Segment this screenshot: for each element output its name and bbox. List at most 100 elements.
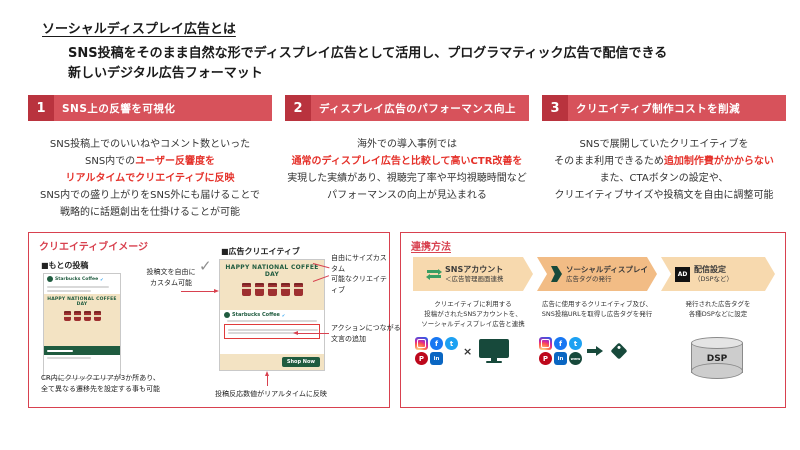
text-line: ソーシャルディスプレイ広告と連携	[421, 320, 525, 329]
text-segment: SNSで展開していたクリエイティブを	[579, 139, 749, 150]
feature-2-header: 2 ディスプレイ広告のパフォーマンス向上	[285, 95, 529, 121]
post-footer-strip	[44, 346, 120, 355]
pinterest-icon: P	[539, 352, 552, 365]
post-header: Starbucks Coffee ✔	[44, 274, 120, 284]
coffee-cup-icon	[63, 311, 71, 321]
feature-1-number: 1	[28, 95, 54, 121]
coffee-cups-illustration	[220, 283, 324, 296]
text-line: SNS内での盛り上がりをSNS外にも届けることで	[28, 187, 272, 204]
original-post-label: ■もとの投稿	[41, 261, 89, 270]
integration-panel: 連携方法 SNSアカウント ＜広告管理画面連携 ソーシャルディスプレイ 広告タグ…	[400, 232, 786, 408]
www-globe-icon: www	[569, 352, 582, 365]
text-line: クリエイティブに利用する	[434, 300, 512, 308]
exchange-arrows-icon	[427, 268, 441, 281]
feature-3-number: 3	[542, 95, 568, 121]
coffee-cup-icon	[280, 283, 290, 296]
text-segment: パフォーマンスの向上が見込まれる	[327, 190, 487, 201]
step-1-title: SNSアカウント ＜広告管理画面連携	[445, 265, 504, 283]
footer-placeholder-line	[47, 349, 73, 352]
verified-badge-icon: ✔	[100, 276, 104, 282]
post-image: HAPPY NATIONAL COFFEE DAY	[44, 294, 120, 346]
chevron-arrow-icon	[551, 266, 562, 282]
creative-panel-title: クリエイティブイメージ	[39, 242, 148, 253]
price-tag-icon	[610, 342, 628, 360]
text-line: 戦略的に話題創出を仕掛けることが可能	[28, 204, 272, 221]
avatar	[224, 312, 230, 318]
caption-placeholder-line	[47, 286, 109, 288]
text-segment: 戦略的に話題創出を仕掛けることが可能	[60, 207, 240, 218]
arrow-head	[596, 346, 603, 356]
monitor-screen	[479, 339, 510, 358]
text-segment: SNS投稿上でのいいねやコメント数といった	[49, 139, 251, 150]
sns-icons-grid: f t P in	[415, 337, 458, 365]
coffee-cup-icon	[267, 283, 277, 296]
step-1-icons: f t P in ×	[415, 337, 511, 365]
text-line: 可能なクリエイティブ	[331, 275, 387, 294]
caption-placeholder-line	[227, 320, 317, 322]
monitor-icon	[477, 339, 511, 363]
feature-2-heading: ディスプレイ広告のパフォーマンス向上	[311, 95, 529, 121]
text-line: 文言の追加	[331, 334, 366, 343]
arrow-right-bar	[427, 270, 438, 273]
arrow-left-bar	[430, 275, 441, 278]
text-line: CR内にクリックエリアが3か所あり、	[41, 374, 160, 382]
text-line: （DSPなど）	[694, 274, 734, 283]
ad-brand-row: Starbucks Coffee ✔	[224, 312, 320, 318]
text-line: そのまま利用できるため追加制作費がかからない	[542, 153, 786, 170]
step-2-description: 広告に使用するクリエイティブ及び、 SNS投稿URLを取得し広告タグを発行	[535, 299, 659, 319]
page-subtitle: SNS投稿をそのまま自然な形でディスプレイ広告として活用し、プログラマティック広…	[68, 44, 667, 84]
cylinder-bottom	[691, 363, 743, 379]
step-1-description: クリエイティブに利用する 投稿がされたSNSアカウントを、 ソーシャルディスプレ…	[411, 299, 535, 329]
shop-now-button: Shop Now	[281, 357, 320, 367]
text-line: アクションにつながる	[331, 324, 401, 332]
monitor-base	[486, 361, 503, 363]
text-line: リアルタイムでクリエイティブに反映	[28, 170, 272, 187]
feature-3-body: SNSで展開していたクリエイティブを そのまま利用できるため追加制作費がかからな…	[542, 136, 786, 204]
pinterest-icon: P	[415, 352, 428, 365]
ad-body: Starbucks Coffee ✔	[220, 310, 324, 339]
feature-3: 3 クリエイティブ制作コストを削減 SNSで展開していたクリエイティブを そのま…	[542, 95, 786, 204]
subtitle-line: SNS投稿をそのまま自然な形でディスプレイ広告として活用し、プログラマティック広…	[68, 46, 668, 61]
arrow-to-ad-card	[181, 289, 219, 293]
text-line: SNS内でのユーザー反響度を	[28, 153, 272, 170]
annotation-custom-text: 投稿文を自由に カスタム可能	[129, 267, 213, 288]
text-line: 実現した実績があり、視聴完了率や平均視聴時間など	[285, 170, 529, 187]
text-line: 通常のディスプレイ広告と比較して高いCTR改善を	[285, 153, 529, 170]
coffee-cups-illustration	[44, 311, 120, 321]
text-segment: SNS内での	[85, 156, 136, 167]
text-segment-highlight: 追加制作費がかからない	[663, 156, 774, 167]
instagram-icon	[415, 337, 428, 350]
facebook-icon: f	[430, 337, 443, 350]
text-segment: 実現した実績があり、視聴完了率や平均視聴時間など	[287, 173, 527, 184]
text-line: 投稿文を自由に	[146, 268, 196, 276]
caption-placeholder-line	[228, 328, 318, 331]
step-2-title: ソーシャルディスプレイ 広告タグの発行	[566, 265, 648, 283]
text-line: 広告タグの発行	[566, 274, 612, 283]
click-area-highlight-box	[224, 324, 320, 339]
feature-2: 2 ディスプレイ広告のパフォーマンス向上 海外での導入事例では 通常のディスプレ…	[285, 95, 529, 204]
original-post-card: Starbucks Coffee ✔ HAPPY NATIONAL COFFEE…	[43, 273, 121, 379]
arrow-to-highlight-box	[293, 331, 329, 335]
monitor-stand	[491, 358, 498, 361]
step-2-ribbon: ソーシャルディスプレイ 広告タグの発行	[537, 257, 657, 291]
feature-3-heading: クリエイティブ制作コストを削減	[568, 95, 786, 121]
coffee-cup-icon	[83, 311, 91, 321]
coffee-cup-icon	[293, 283, 303, 296]
text-line: クリエイティブサイズや投稿文を自由に調整可能	[542, 187, 786, 204]
text-line: 全て異なる遷移先を設定する事も可能	[41, 384, 160, 393]
step-3-title: 配信設定 （DSPなど）	[694, 265, 733, 283]
text-line: ＜広告管理画面連携	[445, 274, 504, 283]
text-segment: また、CTAボタンの設定や、	[599, 173, 729, 184]
text-line: パフォーマンスの向上が見込まれる	[285, 187, 529, 204]
annotation-action-text: アクションにつながる 文言の追加	[331, 323, 403, 344]
text-segment: 海外での導入事例では	[357, 139, 457, 150]
feature-3-header: 3 クリエイティブ制作コストを削減	[542, 95, 786, 121]
text-line: 発行された広告タグを	[685, 300, 751, 308]
annotation-size-custom: 自由にサイズカスタム 可能なクリエイティブ	[331, 253, 389, 295]
multiply-icon: ×	[463, 344, 473, 358]
ad-badge-icon: AD	[675, 267, 690, 282]
dsp-label: DSP	[706, 354, 728, 364]
coffee-cup-icon	[241, 283, 251, 296]
caption-placeholder-line	[228, 332, 298, 334]
